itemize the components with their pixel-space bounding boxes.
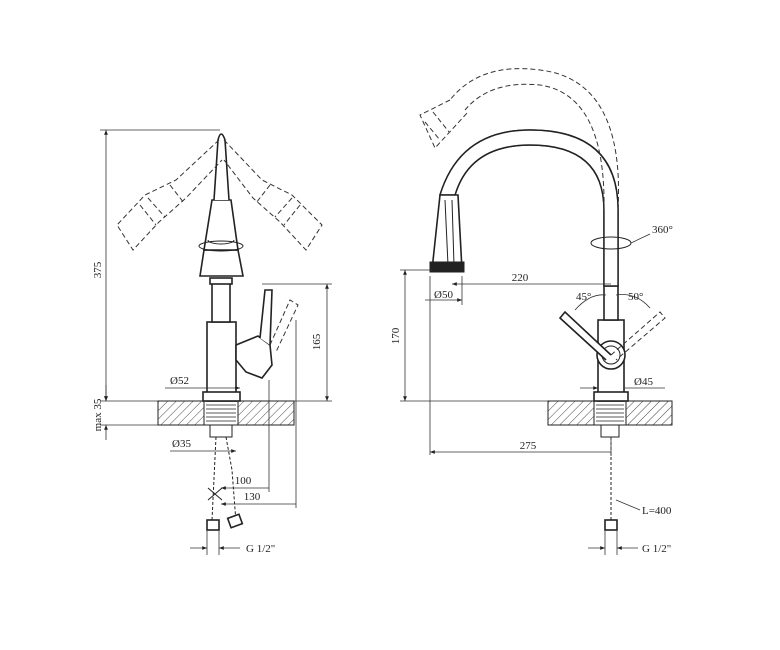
left-base-ring xyxy=(202,391,241,402)
left-hoses xyxy=(206,436,244,531)
right-lower-nut xyxy=(600,424,620,438)
left-neck xyxy=(211,281,231,323)
left-dim-deck: max 35 xyxy=(92,398,104,431)
right-dim-height: 170 xyxy=(390,327,402,344)
left-tap-body xyxy=(206,321,237,402)
right-dim-connection: G 1/2" xyxy=(642,543,671,555)
left-dim-base: Ø52 xyxy=(170,375,189,387)
right-dim-total-reach: 275 xyxy=(520,440,537,452)
right-dim-hose-length: L=400 xyxy=(642,505,672,517)
left-dim-height: 375 xyxy=(92,261,104,278)
left-dim-thread-dia: Ø35 xyxy=(172,438,191,450)
right-dim-rotation: 360° xyxy=(652,224,673,236)
left-dim-reach-inner: 100 xyxy=(235,475,252,487)
right-dim-angle-left: 45° xyxy=(576,291,591,303)
left-lower-nut xyxy=(209,424,233,438)
left-view: 375 max 35 Ø52 165 Ø35 100 130 G 1/2" xyxy=(92,129,332,555)
left-dim-connection: G 1/2" xyxy=(246,543,275,555)
right-dim-spout-reach: 220 xyxy=(512,272,529,284)
right-dim-head: Ø50 xyxy=(434,289,453,301)
right-dim-base: Ø45 xyxy=(634,376,653,388)
left-dim-reach-outer: 130 xyxy=(244,491,261,503)
right-view: 360° 220 Ø50 45° 50° 170 Ø45 275 L=400 G… xyxy=(390,68,673,555)
right-dim-angle-right: 50° xyxy=(628,291,643,303)
left-spray-head xyxy=(199,249,244,277)
left-dim-body: 165 xyxy=(311,333,323,350)
